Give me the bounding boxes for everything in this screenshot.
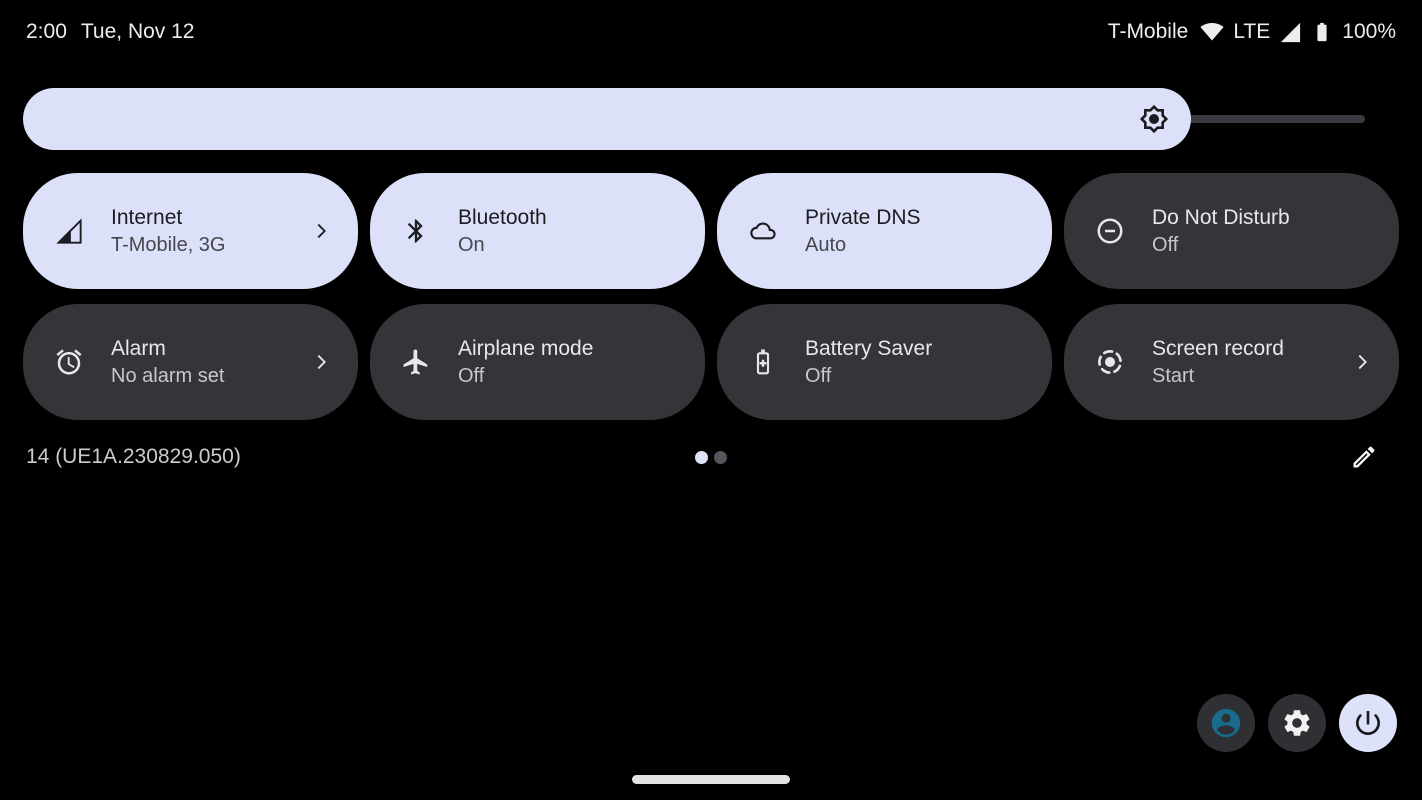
tile-status: T-Mobile, 3G (111, 233, 226, 256)
pencil-icon (1350, 443, 1378, 471)
battery-saver-icon (747, 346, 779, 378)
shade-action-buttons (1197, 694, 1397, 752)
date: Tue, Nov 12 (80, 20, 195, 43)
tile-status: Start (1152, 364, 1195, 387)
quick-settings-grid: Internet T-Mobile, 3G Bluetooth On Priva… (23, 173, 1399, 420)
build-number-label: 14 (UE1A.230829.050) (26, 445, 241, 468)
tile-status: Off (1152, 233, 1179, 256)
clock: 2:00 (26, 20, 67, 43)
chevron-right-icon (1351, 351, 1373, 373)
tile-label: Bluetooth (458, 205, 547, 229)
user-switcher-button[interactable] (1197, 694, 1255, 752)
tile-status: Off (805, 364, 832, 387)
tile-status: Auto (805, 233, 847, 256)
brightness-icon (1139, 104, 1169, 134)
tile-battery-saver[interactable]: Battery Saver Off (717, 304, 1052, 420)
shade-footer: 14 (UE1A.230829.050) (26, 440, 1396, 474)
tile-text: Alarm No alarm set (111, 335, 302, 390)
page-indicator-dot-active (695, 450, 708, 464)
tile-text: Bluetooth On (458, 204, 679, 259)
tile-text: Battery Saver Off (805, 335, 1026, 390)
tile-label: Battery Saver (805, 336, 933, 360)
battery-icon (1311, 20, 1333, 44)
alarm-icon (53, 346, 85, 378)
tile-label: Screen record (1152, 336, 1284, 360)
page-indicator (695, 450, 727, 464)
tile-screen-record[interactable]: Screen record Start (1064, 304, 1399, 420)
status-bar: 2:00 Tue, Nov 12 T-Mobile LTE 100% (0, 0, 1422, 64)
settings-button[interactable] (1268, 694, 1326, 752)
tile-label: Internet (111, 205, 183, 229)
brightness-fill[interactable] (23, 88, 1191, 150)
tile-status: On (458, 233, 485, 256)
network-type-label: LTE (1233, 20, 1271, 43)
tile-alarm[interactable]: Alarm No alarm set (23, 304, 358, 420)
tile-label: Airplane mode (458, 336, 594, 360)
power-button[interactable] (1339, 694, 1397, 752)
cellular-signal-icon (1279, 21, 1302, 44)
power-icon (1352, 707, 1384, 739)
tile-text: Do Not Disturb Off (1152, 204, 1373, 259)
tile-bluetooth[interactable]: Bluetooth On (370, 173, 705, 289)
do-not-disturb-icon (1094, 215, 1126, 247)
screen-record-icon (1094, 346, 1126, 378)
page-indicator-dot (714, 450, 727, 464)
wifi-icon (1200, 20, 1224, 44)
signal-cellular-icon (53, 215, 85, 247)
tile-status: Off (458, 364, 485, 387)
bluetooth-icon (400, 215, 432, 247)
tile-private-dns[interactable]: Private DNS Auto (717, 173, 1052, 289)
tile-label: Alarm (111, 336, 166, 360)
edit-tiles-button[interactable] (1346, 439, 1382, 475)
carrier-label: T-Mobile (1107, 20, 1189, 43)
tile-status: No alarm set (111, 364, 225, 387)
airplane-icon (400, 346, 432, 378)
user-avatar-icon (1209, 706, 1243, 740)
tile-do-not-disturb[interactable]: Do Not Disturb Off (1064, 173, 1399, 289)
tile-text: Screen record Start (1152, 335, 1343, 390)
battery-percent-label: 100% (1342, 20, 1396, 43)
gear-icon (1281, 707, 1313, 739)
cloud-icon (747, 215, 779, 247)
home-gesture-handle[interactable] (632, 775, 790, 784)
tile-airplane-mode[interactable]: Airplane mode Off (370, 304, 705, 420)
tile-label: Private DNS (805, 205, 921, 229)
brightness-slider[interactable] (23, 88, 1365, 150)
tile-label: Do Not Disturb (1152, 205, 1290, 229)
chevron-right-icon (310, 351, 332, 373)
tile-text: Internet T-Mobile, 3G (111, 204, 302, 259)
chevron-right-icon (310, 220, 332, 242)
tile-internet[interactable]: Internet T-Mobile, 3G (23, 173, 358, 289)
tile-text: Private DNS Auto (805, 204, 1026, 259)
tile-text: Airplane mode Off (458, 335, 679, 390)
